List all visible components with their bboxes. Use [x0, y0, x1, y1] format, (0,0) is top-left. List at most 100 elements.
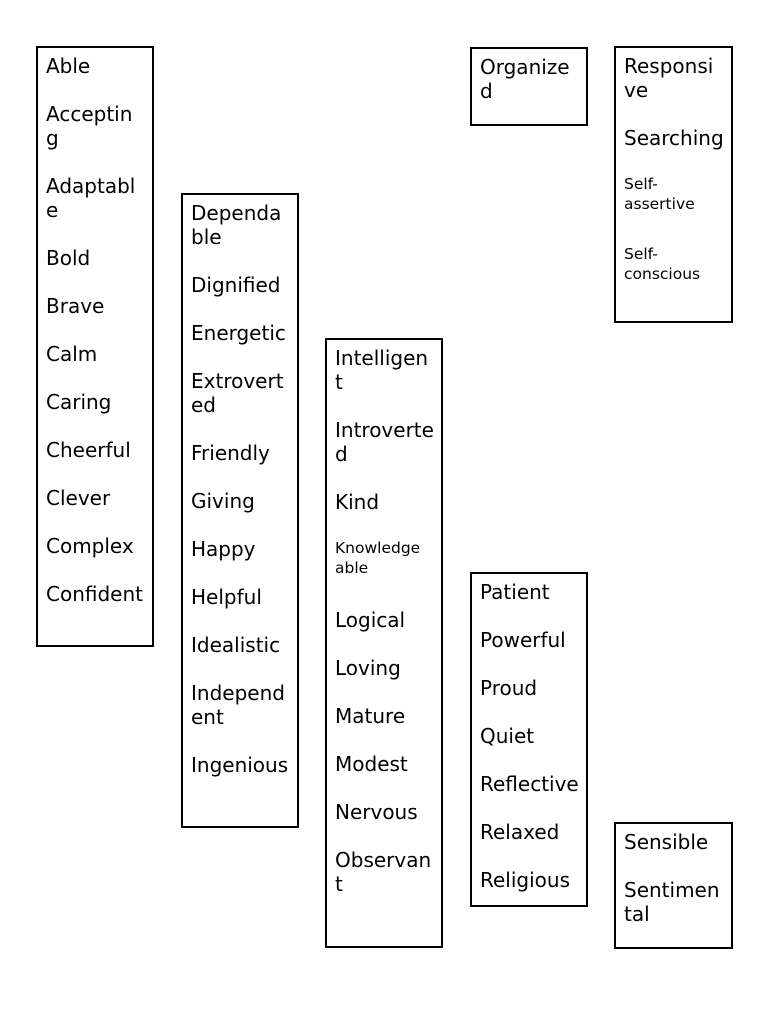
word-item: Dignified — [191, 273, 291, 297]
word-line: Religious — [480, 868, 570, 892]
word-line: t — [335, 370, 343, 394]
word-item: Clever — [46, 486, 146, 510]
word-item: Relaxed — [480, 820, 580, 844]
word-item: Ingenious — [191, 753, 291, 777]
word-line: Mature — [335, 704, 406, 728]
word-item: Helpful — [191, 585, 291, 609]
word-item: Brave — [46, 294, 146, 318]
word-item: Powerful — [480, 628, 580, 652]
word-line: ble — [191, 225, 222, 249]
word-line: ve — [624, 78, 649, 102]
word-line: t — [335, 872, 343, 896]
word-line: Logical — [335, 608, 406, 632]
word-line: Relaxed — [480, 820, 560, 844]
word-line: Organize — [480, 55, 570, 79]
word-line: Introverte — [335, 418, 434, 442]
word-line: Dependa — [191, 201, 282, 225]
word-line: Self- — [624, 245, 658, 263]
word-item: Cheerful — [46, 438, 146, 462]
word-item: Confident — [46, 582, 146, 606]
word-line: Extrovert — [191, 369, 284, 393]
word-item: Self-conscious — [624, 244, 725, 284]
word-item: Sensible — [624, 830, 725, 854]
word-item: Patient — [480, 580, 580, 604]
word-item: Giving — [191, 489, 291, 513]
word-line: Kind — [335, 490, 380, 514]
word-line: Confident — [46, 582, 143, 606]
word-line: Quiet — [480, 724, 535, 748]
word-line: Caring — [46, 390, 112, 414]
word-line: Reflective — [480, 772, 579, 796]
word-item: Proud — [480, 676, 580, 700]
word-line: Adaptabl — [46, 174, 136, 198]
word-line: Complex — [46, 534, 134, 558]
word-item: Knowledge able — [335, 538, 435, 578]
word-line: Happy — [191, 537, 256, 561]
word-line: Independ — [191, 681, 285, 705]
word-line: Brave — [46, 294, 105, 318]
word-item: Mature — [335, 704, 435, 728]
word-line: Cheerful — [46, 438, 131, 462]
word-item: Able — [46, 54, 146, 78]
word-item: Loving — [335, 656, 435, 680]
word-line: Ingenious — [191, 753, 289, 777]
word-line: Sensible — [624, 830, 709, 854]
word-line: Acceptin — [46, 102, 133, 126]
word-line: d — [480, 79, 493, 103]
word-item: Nervous — [335, 800, 435, 824]
word-item: Friendly — [191, 441, 291, 465]
word-line: ent — [191, 705, 224, 729]
word-line: Powerful — [480, 628, 566, 652]
word-line: g — [46, 126, 59, 150]
word-item: Happy — [191, 537, 291, 561]
word-line: Energetic — [191, 321, 286, 345]
word-line: able — [335, 559, 369, 577]
word-item: Self-assertive — [624, 174, 725, 214]
word-line: Knowledge — [335, 539, 421, 557]
word-line: Bold — [46, 246, 91, 270]
word-line: Helpful — [191, 585, 262, 609]
word-line: Giving — [191, 489, 255, 513]
word-line: Searching — [624, 126, 724, 150]
word-line: Observan — [335, 848, 432, 872]
word-line: Intelligen — [335, 346, 429, 370]
word-item: Religious — [480, 868, 580, 892]
word-line: assertive — [624, 195, 695, 213]
word-item: Searching — [624, 126, 725, 150]
word-line: Able — [46, 54, 91, 78]
word-line: Dignified — [191, 273, 281, 297]
word-item: Caring — [46, 390, 146, 414]
word-line: conscious — [624, 265, 701, 283]
word-item: Complex — [46, 534, 146, 558]
word-line: Calm — [46, 342, 98, 366]
word-line: Clever — [46, 486, 111, 510]
word-line: d — [335, 442, 348, 466]
word-line: Proud — [480, 676, 538, 700]
word-item: Logical — [335, 608, 435, 632]
word-line: Idealistic — [191, 633, 281, 657]
word-line: ed — [191, 393, 216, 417]
word-line: Modest — [335, 752, 408, 776]
word-item: Energetic — [191, 321, 291, 345]
word-line: Patient — [480, 580, 550, 604]
word-line: Responsi — [624, 54, 714, 78]
word-item: Bold — [46, 246, 146, 270]
word-item: Quiet — [480, 724, 580, 748]
word-line: Sentimen — [624, 878, 720, 902]
word-line: Self- — [624, 175, 658, 193]
